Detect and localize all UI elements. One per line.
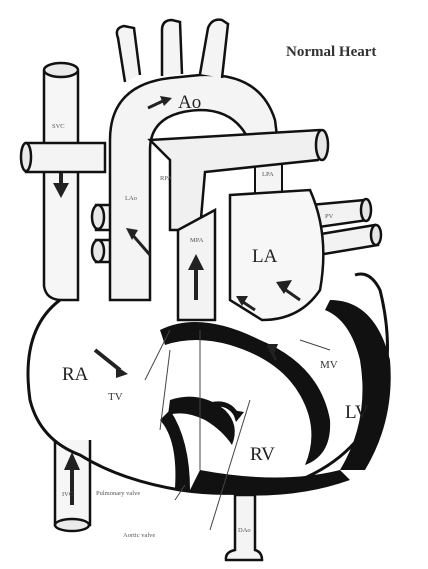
label-rpa: RPA xyxy=(160,175,172,182)
label-lv: LV xyxy=(345,402,369,423)
main-pulmonary-artery xyxy=(178,210,215,320)
superior-vena-cava xyxy=(44,63,78,300)
label-ao: Ao xyxy=(178,92,201,113)
label-lao: LAo xyxy=(125,195,137,202)
diagram-title: Normal Heart xyxy=(286,44,376,60)
label-la: LA xyxy=(252,246,278,267)
label-pulmonary-valve: Pulmonary valve xyxy=(96,490,140,497)
label-ra: RA xyxy=(62,364,89,385)
label-mpa: MPA xyxy=(190,237,204,244)
label-aortic-valve: Aortic valve xyxy=(123,532,155,539)
right-pulmonary-artery xyxy=(21,143,105,172)
label-svc: SVC xyxy=(52,123,65,130)
inferior-vena-cava xyxy=(55,440,90,531)
label-pv: PV xyxy=(325,213,334,220)
label-ivc: IVC xyxy=(62,491,73,498)
label-dao: DAo xyxy=(238,527,251,534)
label-rv: RV xyxy=(250,444,275,465)
label-mv: MV xyxy=(320,359,338,371)
label-lpa: LPA xyxy=(262,171,274,178)
label-tv: TV xyxy=(108,391,123,403)
